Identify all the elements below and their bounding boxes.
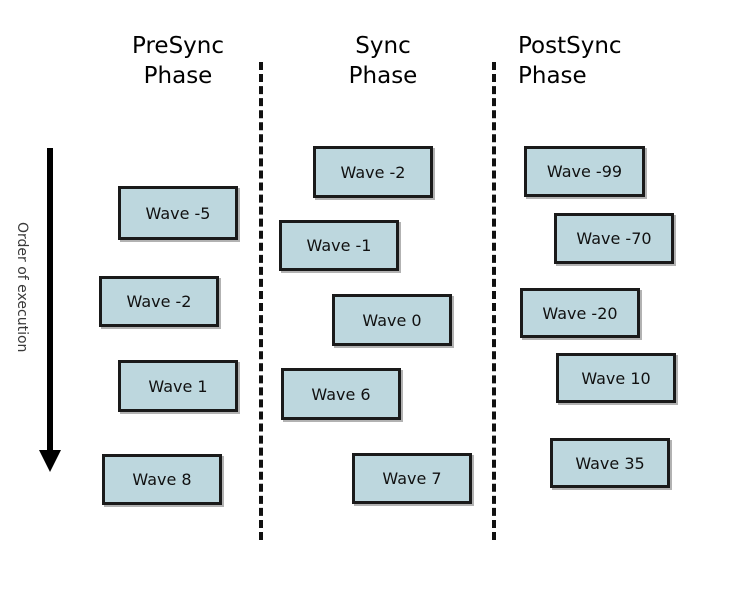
wave-box-label: Wave -99: [546, 162, 623, 181]
wave-box-label: Wave -1: [306, 236, 372, 255]
wave-box-label: Wave 10: [581, 368, 651, 388]
phase-divider-left: [259, 62, 263, 540]
wave-box-label: Wave 1: [148, 376, 208, 396]
phase-heading-postsync: PostSync Phase: [518, 33, 622, 89]
wave-box-presync-0[interactable]: Wave -5: [118, 186, 238, 240]
phase-divider-right: [492, 62, 496, 540]
wave-box-label: Wave -2: [340, 162, 406, 182]
wave-box-postsync-0[interactable]: Wave -99: [524, 146, 645, 197]
wave-box-presync-2[interactable]: Wave 1: [118, 360, 238, 412]
wave-box-sync-1[interactable]: Wave -1: [279, 220, 399, 271]
wave-box-presync-1[interactable]: Wave -2: [99, 276, 219, 327]
wave-box-label: Wave 8: [132, 470, 192, 489]
wave-box-postsync-4[interactable]: Wave 35: [550, 438, 670, 488]
wave-box-postsync-1[interactable]: Wave -70: [554, 213, 674, 264]
wave-box-sync-0[interactable]: Wave -2: [313, 146, 433, 198]
wave-box-label: Wave 6: [311, 384, 371, 404]
wave-box-label: Wave 7: [382, 469, 442, 488]
order-of-execution-label: Order of execution: [14, 222, 30, 353]
wave-box-label: Wave -20: [542, 303, 618, 323]
wave-box-label: Wave -70: [576, 229, 652, 248]
order-arrow-head-icon: [39, 450, 61, 472]
phase-heading-presync: PreSync Phase: [132, 33, 224, 89]
wave-box-label: Wave 35: [575, 453, 645, 473]
phase-heading-sync: Sync Phase: [348, 33, 418, 89]
wave-box-label: Wave -5: [145, 203, 211, 223]
wave-box-sync-3[interactable]: Wave 6: [281, 368, 401, 420]
wave-box-label: Wave -2: [126, 292, 192, 311]
wave-box-label: Wave 0: [362, 310, 422, 330]
wave-box-presync-3[interactable]: Wave 8: [102, 454, 222, 505]
wave-box-postsync-2[interactable]: Wave -20: [520, 288, 640, 338]
wave-box-sync-4[interactable]: Wave 7: [352, 453, 472, 504]
wave-box-postsync-3[interactable]: Wave 10: [556, 353, 676, 403]
wave-box-sync-2[interactable]: Wave 0: [332, 294, 452, 346]
order-arrow-shaft: [47, 148, 53, 450]
